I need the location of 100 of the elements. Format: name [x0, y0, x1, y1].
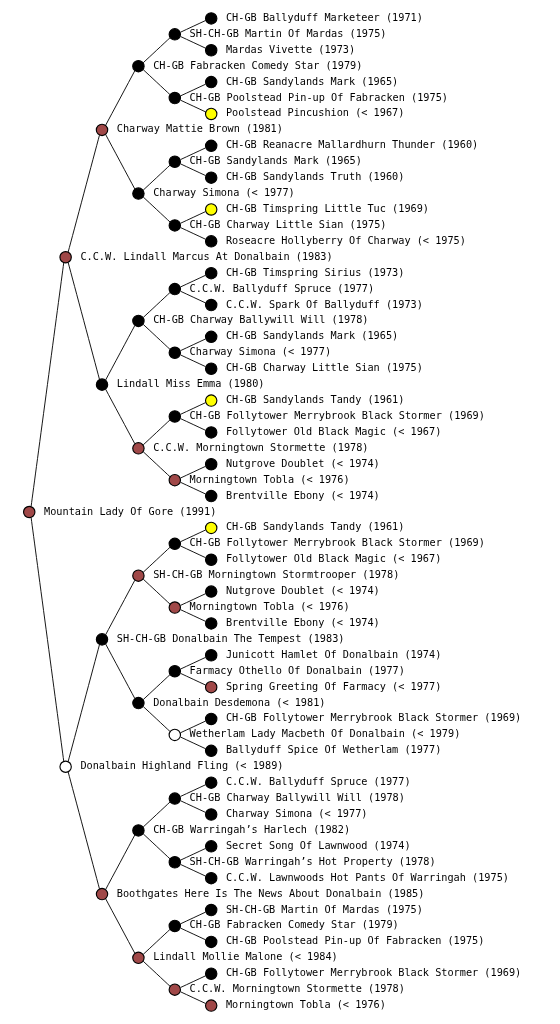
node-circle — [204, 553, 218, 567]
connector — [142, 674, 171, 701]
node-circle — [95, 123, 109, 137]
node-label: C.C.W. Ballyduff Spruce (1977) — [225, 776, 411, 788]
node-label: SH-CH-GB Morningtown Stormtrooper (1978) — [153, 569, 400, 581]
node-circle — [204, 489, 218, 503]
node-label: CH-GB Reanacre Mallardhurn Thunder (1960) — [225, 139, 479, 151]
connector — [180, 911, 207, 925]
connector — [180, 290, 207, 304]
connector — [180, 274, 207, 288]
node-circle — [204, 107, 218, 121]
node-circle — [204, 617, 218, 630]
node-circle — [204, 808, 218, 821]
connector — [180, 402, 207, 415]
connector — [142, 323, 171, 350]
node-label: Nutgrove Doublet (< 1974) — [225, 585, 380, 597]
node-label: Poolstead Pincushion (< 1967) — [225, 107, 405, 119]
connector — [67, 261, 100, 380]
connector — [105, 70, 136, 126]
node-label: Wetherlam Lady Macbeth Of Donalbain (< 1979) — [189, 728, 461, 740]
node-label: Brentville Ebony (< 1974) — [225, 489, 380, 501]
node-label: Charway Simona (< 1977) — [189, 346, 332, 358]
connector — [105, 388, 136, 445]
node-circle — [132, 314, 145, 328]
connector — [180, 720, 207, 734]
node-label: Charway Simona (< 1977) — [153, 187, 295, 199]
node-circle — [204, 44, 218, 57]
connector — [30, 262, 65, 507]
node-label: CH-GB Charway Little Sian (1975) — [189, 218, 387, 230]
node-circle — [204, 999, 218, 1012]
node-circle — [204, 649, 218, 662]
connector — [142, 578, 171, 605]
node-label: CH-GB Poolstead Pin-up Of Fabracken (1975) — [225, 935, 485, 947]
node-label: CH-GB Poolstead Pin-up Of Fabracken (1975) — [189, 91, 448, 103]
node-circle — [168, 219, 182, 232]
connector — [105, 898, 136, 954]
node-circle — [132, 59, 145, 73]
connector — [142, 960, 171, 987]
node-circle — [204, 394, 218, 407]
node-label: CH-GB Ballyduff Marketeer (1971) — [225, 11, 423, 23]
connector — [142, 451, 171, 478]
node-label: SH-CH-GB Martin Of Mardas (1975) — [189, 27, 387, 39]
node-circle — [204, 585, 218, 598]
connector — [180, 736, 207, 750]
node-label: C.C.W. Morningtown Stormette (1978) — [153, 441, 369, 453]
connector — [180, 927, 207, 941]
node-label: CH-GB Timspring Little Tuc (1969) — [225, 202, 430, 214]
node-circle — [168, 282, 182, 296]
node-label: SH-CH-GB Donalbain The Tempest (1983) — [116, 632, 345, 644]
connector — [180, 991, 207, 1004]
connector — [180, 848, 207, 861]
connector — [180, 338, 207, 352]
node-circle — [168, 792, 182, 805]
node-label: CH-GB Charway Ballywill Will (1978) — [189, 792, 405, 804]
node-label: SH-CH-GB Warringah’s Hot Property (1978) — [189, 855, 436, 867]
connector — [142, 801, 171, 828]
node-circle — [204, 75, 218, 89]
connector — [180, 656, 207, 670]
node-label: Brentville Ebony (< 1974) — [225, 616, 380, 628]
connector — [180, 609, 207, 622]
node-circle — [204, 680, 218, 694]
node-label: CH-GB Fabracken Comedy Star (1979) — [153, 59, 363, 71]
connector — [30, 517, 65, 762]
node-label: Morningtown Tobla (< 1976) — [189, 601, 350, 613]
connector — [180, 147, 207, 160]
node-circle — [204, 266, 218, 280]
node-label: Donalbain Desdemona (< 1981) — [153, 696, 326, 708]
connector — [142, 419, 171, 446]
connector — [180, 227, 207, 240]
node-label: Follytower Old Black Magic (< 1967) — [225, 425, 442, 437]
node-circle — [204, 298, 218, 312]
node-circle — [204, 235, 218, 248]
node-circle — [168, 346, 182, 360]
node-circle — [59, 251, 72, 264]
node-circle — [204, 776, 218, 789]
node-circle — [95, 378, 109, 391]
node-circle — [204, 871, 218, 885]
node-circle — [204, 426, 218, 439]
connector — [180, 36, 207, 49]
node-circle — [132, 187, 145, 200]
node-label: CH-GB Sandylands Tandy (1961) — [225, 521, 405, 533]
connector — [67, 771, 100, 890]
node-label: SH-CH-GB Martin Of Mardas (1975) — [225, 903, 423, 915]
node-circle — [168, 664, 182, 678]
node-circle — [95, 887, 109, 901]
node-label: C.C.W. Ballyduff Spruce (1977) — [189, 282, 375, 294]
node-circle — [204, 203, 218, 216]
connector — [142, 37, 171, 64]
node-label: CH-GB Charway Little Sian (1975) — [225, 362, 423, 374]
node-circle — [168, 155, 182, 168]
connector — [180, 545, 207, 559]
connector — [142, 928, 171, 955]
connector — [105, 134, 136, 190]
node-circle — [168, 728, 182, 742]
node-circle — [204, 139, 218, 153]
node-label: Lindall Miss Emma (1980) — [116, 378, 265, 390]
connector — [105, 643, 136, 699]
connector — [180, 163, 207, 176]
node-circle — [168, 28, 182, 41]
node-label: Roseacre Hollyberry Of Charway (< 1975) — [225, 234, 466, 246]
